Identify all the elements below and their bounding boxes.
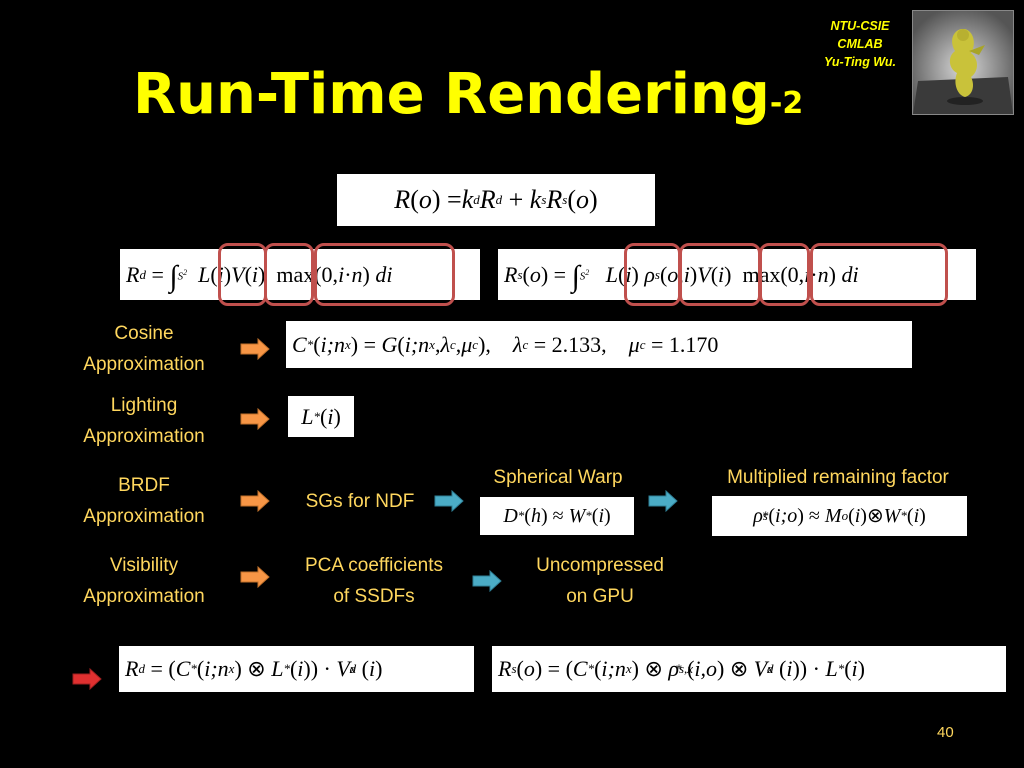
dragon-render-thumbnail xyxy=(912,10,1014,115)
spherical-warp-label: Spherical Warp xyxy=(493,467,623,488)
red-arrow-icon xyxy=(72,668,102,690)
highlight-box-cosine xyxy=(314,243,455,306)
slide-title: Run-Time Rendering-2 xyxy=(133,62,804,127)
orange-arrow-icon xyxy=(240,566,270,588)
highlight-box-visibility xyxy=(264,243,314,306)
orange-arrow-icon xyxy=(240,490,270,512)
highlight-box-visibility-s xyxy=(759,243,810,306)
spherical-warp-equation: D*(h) ≈ W*(i) xyxy=(480,497,634,535)
highlight-box-light xyxy=(218,243,267,306)
blue-arrow-icon xyxy=(648,490,678,512)
sgs-for-ndf-label: SGs for NDF xyxy=(305,491,415,512)
lighting-equation: L*(i) xyxy=(288,396,354,437)
blue-arrow-icon xyxy=(472,570,502,592)
orange-arrow-icon xyxy=(240,408,270,430)
credit-text: NTU-CSIE CMLAB Yu-Ting Wu. xyxy=(824,19,896,69)
orange-arrow-icon xyxy=(240,338,270,360)
highlight-box-light-s xyxy=(624,243,681,306)
blue-arrow-icon xyxy=(434,490,464,512)
page-number: 40 xyxy=(937,724,954,741)
multiplied-remaining-factor-label: Multiplied remaining factor xyxy=(727,467,949,488)
highlight-box-cosine-s xyxy=(810,243,948,306)
highlight-box-brdf xyxy=(679,243,761,306)
